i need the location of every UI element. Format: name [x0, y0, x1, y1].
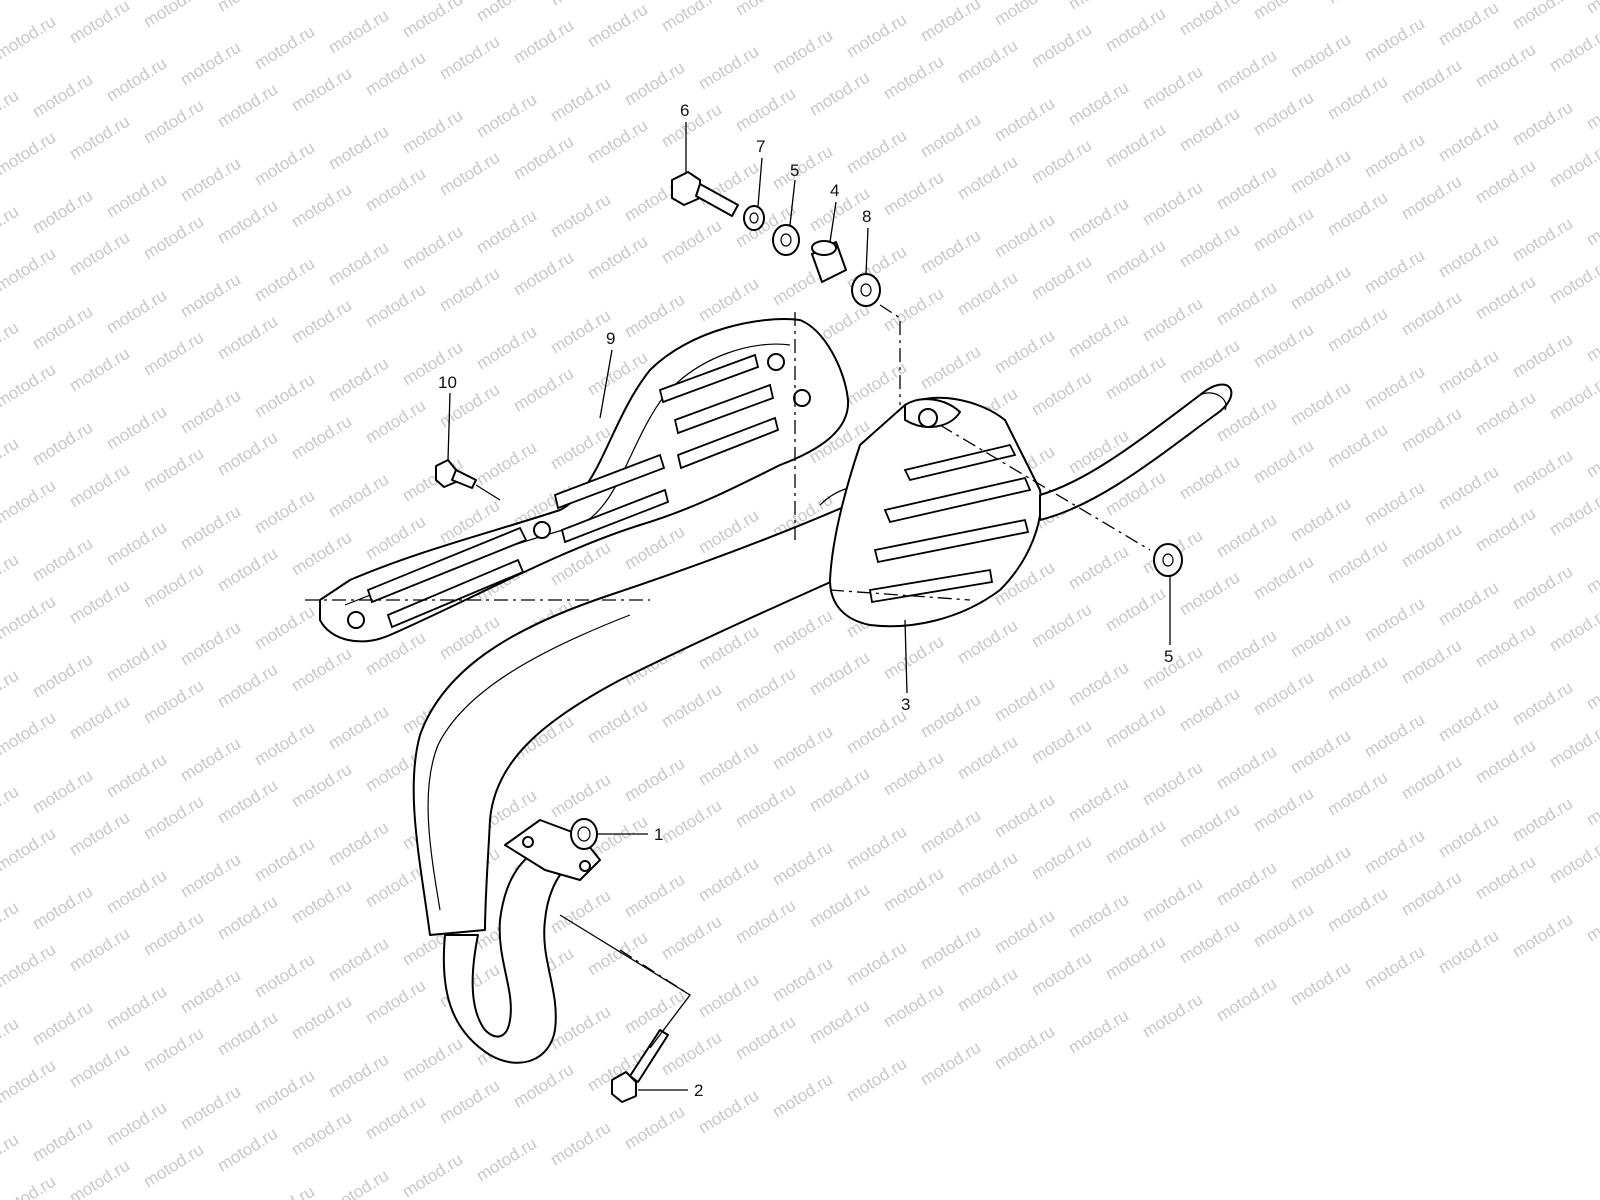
callout-4: 4	[830, 181, 839, 200]
callout-1: 1	[654, 825, 663, 844]
gasket-1	[570, 818, 598, 850]
bolt-10	[435, 459, 477, 489]
callout-5-lower: 5	[1164, 647, 1173, 666]
callout-labels: 1 2 3 4 5 5 6 7 8 9 10	[438, 101, 1173, 1100]
washer-5-upper	[772, 224, 800, 256]
collar-4	[811, 240, 847, 283]
bolt-6	[671, 171, 739, 217]
bolt-2	[611, 1029, 669, 1103]
heat-shield	[319, 318, 850, 643]
callout-3: 3	[901, 695, 910, 714]
callout-2: 2	[694, 1081, 703, 1100]
lock-washer-7	[743, 205, 765, 231]
washer-5-lower	[1153, 543, 1183, 577]
callout-9: 9	[606, 329, 615, 348]
callout-10: 10	[438, 373, 457, 392]
callout-7: 7	[756, 137, 765, 156]
callout-5-upper: 5	[790, 161, 799, 180]
washer-8	[851, 273, 881, 307]
callout-8: 8	[862, 207, 871, 226]
leader-lines	[305, 122, 1171, 1091]
callout-6: 6	[680, 101, 689, 120]
muffler	[829, 383, 1233, 628]
